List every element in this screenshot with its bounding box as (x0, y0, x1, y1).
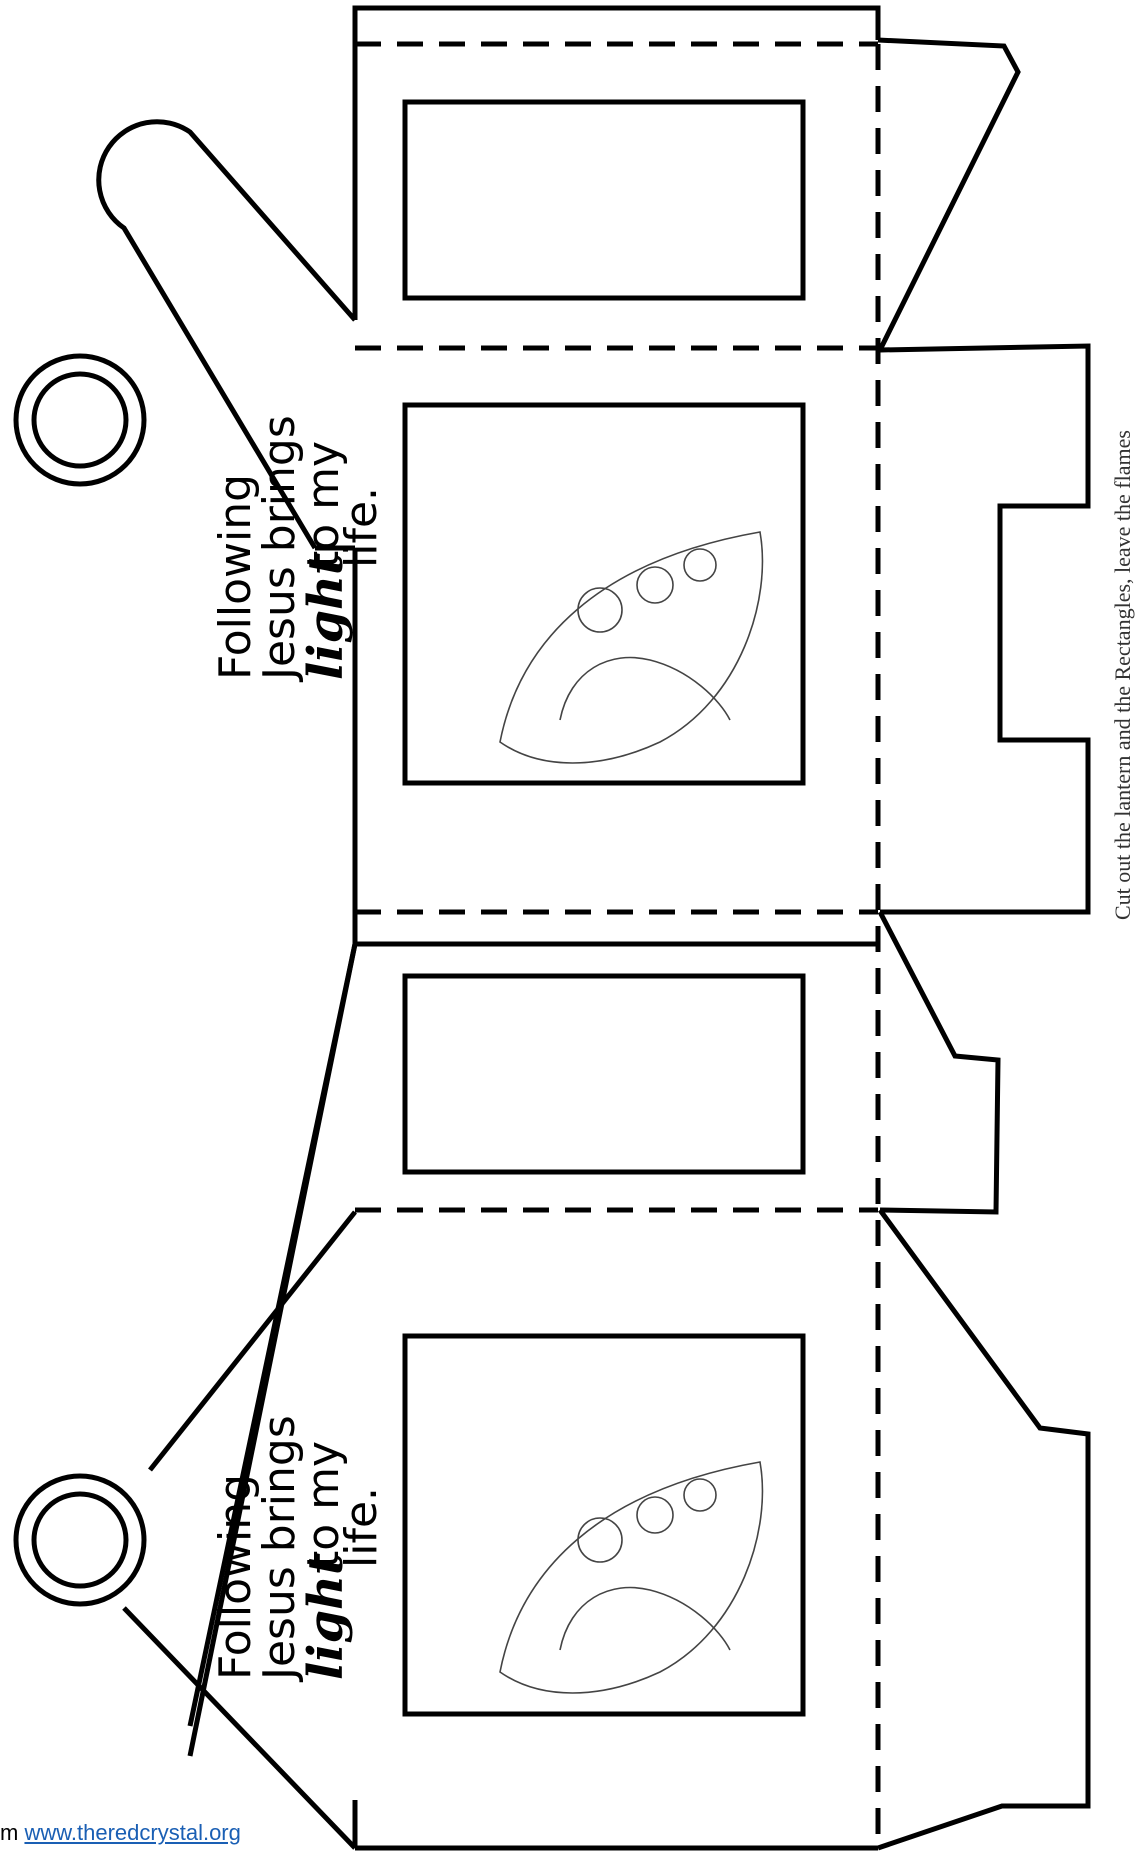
caption-emphasis: light (298, 1553, 354, 1680)
cutting-instructions: Cut out the lantern and the Rectangles, … (1110, 430, 1135, 920)
window-bottom-picture (402, 1333, 806, 1717)
caption-line2: Jesus brings (254, 1415, 305, 1683)
figure-head-icon (577, 587, 623, 633)
caption-line2: Jesus brings (254, 415, 305, 683)
credit-prefix: m (0, 1820, 25, 1845)
flame-frame-icon (499, 531, 764, 764)
website-link[interactable]: www.theredcrystal.org (24, 1820, 241, 1845)
lower-gable (122, 1210, 357, 1850)
window-middle-narrow-2 (402, 973, 806, 1175)
caption-line1: Following (210, 1474, 261, 1680)
caption-line1: Following (210, 474, 261, 680)
caption-top: Following Jesus brings light to my life. (210, 415, 387, 683)
caption-line3: to my (298, 441, 349, 568)
caption-line4: life. (336, 487, 387, 568)
picture-bottom (499, 1461, 764, 1694)
figure-head-icon (577, 1517, 623, 1563)
credit-line: m www.theredcrystal.org (0, 1820, 241, 1846)
window-top-picture (402, 402, 806, 786)
window-top-narrow (402, 99, 806, 301)
hanging-ring-bottom (13, 1473, 147, 1607)
fold-lines (355, 41, 881, 1848)
flame-frame-icon (499, 1461, 764, 1694)
caption-line4: life. (336, 1487, 387, 1568)
cut-outline (96, 5, 1091, 1851)
hanging-ring-top (13, 353, 147, 487)
picture-top (499, 531, 764, 764)
caption-line3: to my (298, 1441, 349, 1568)
caption-bottom: Following Jesus brings light to my life. (210, 1415, 387, 1683)
caption-emphasis: light (298, 553, 354, 680)
